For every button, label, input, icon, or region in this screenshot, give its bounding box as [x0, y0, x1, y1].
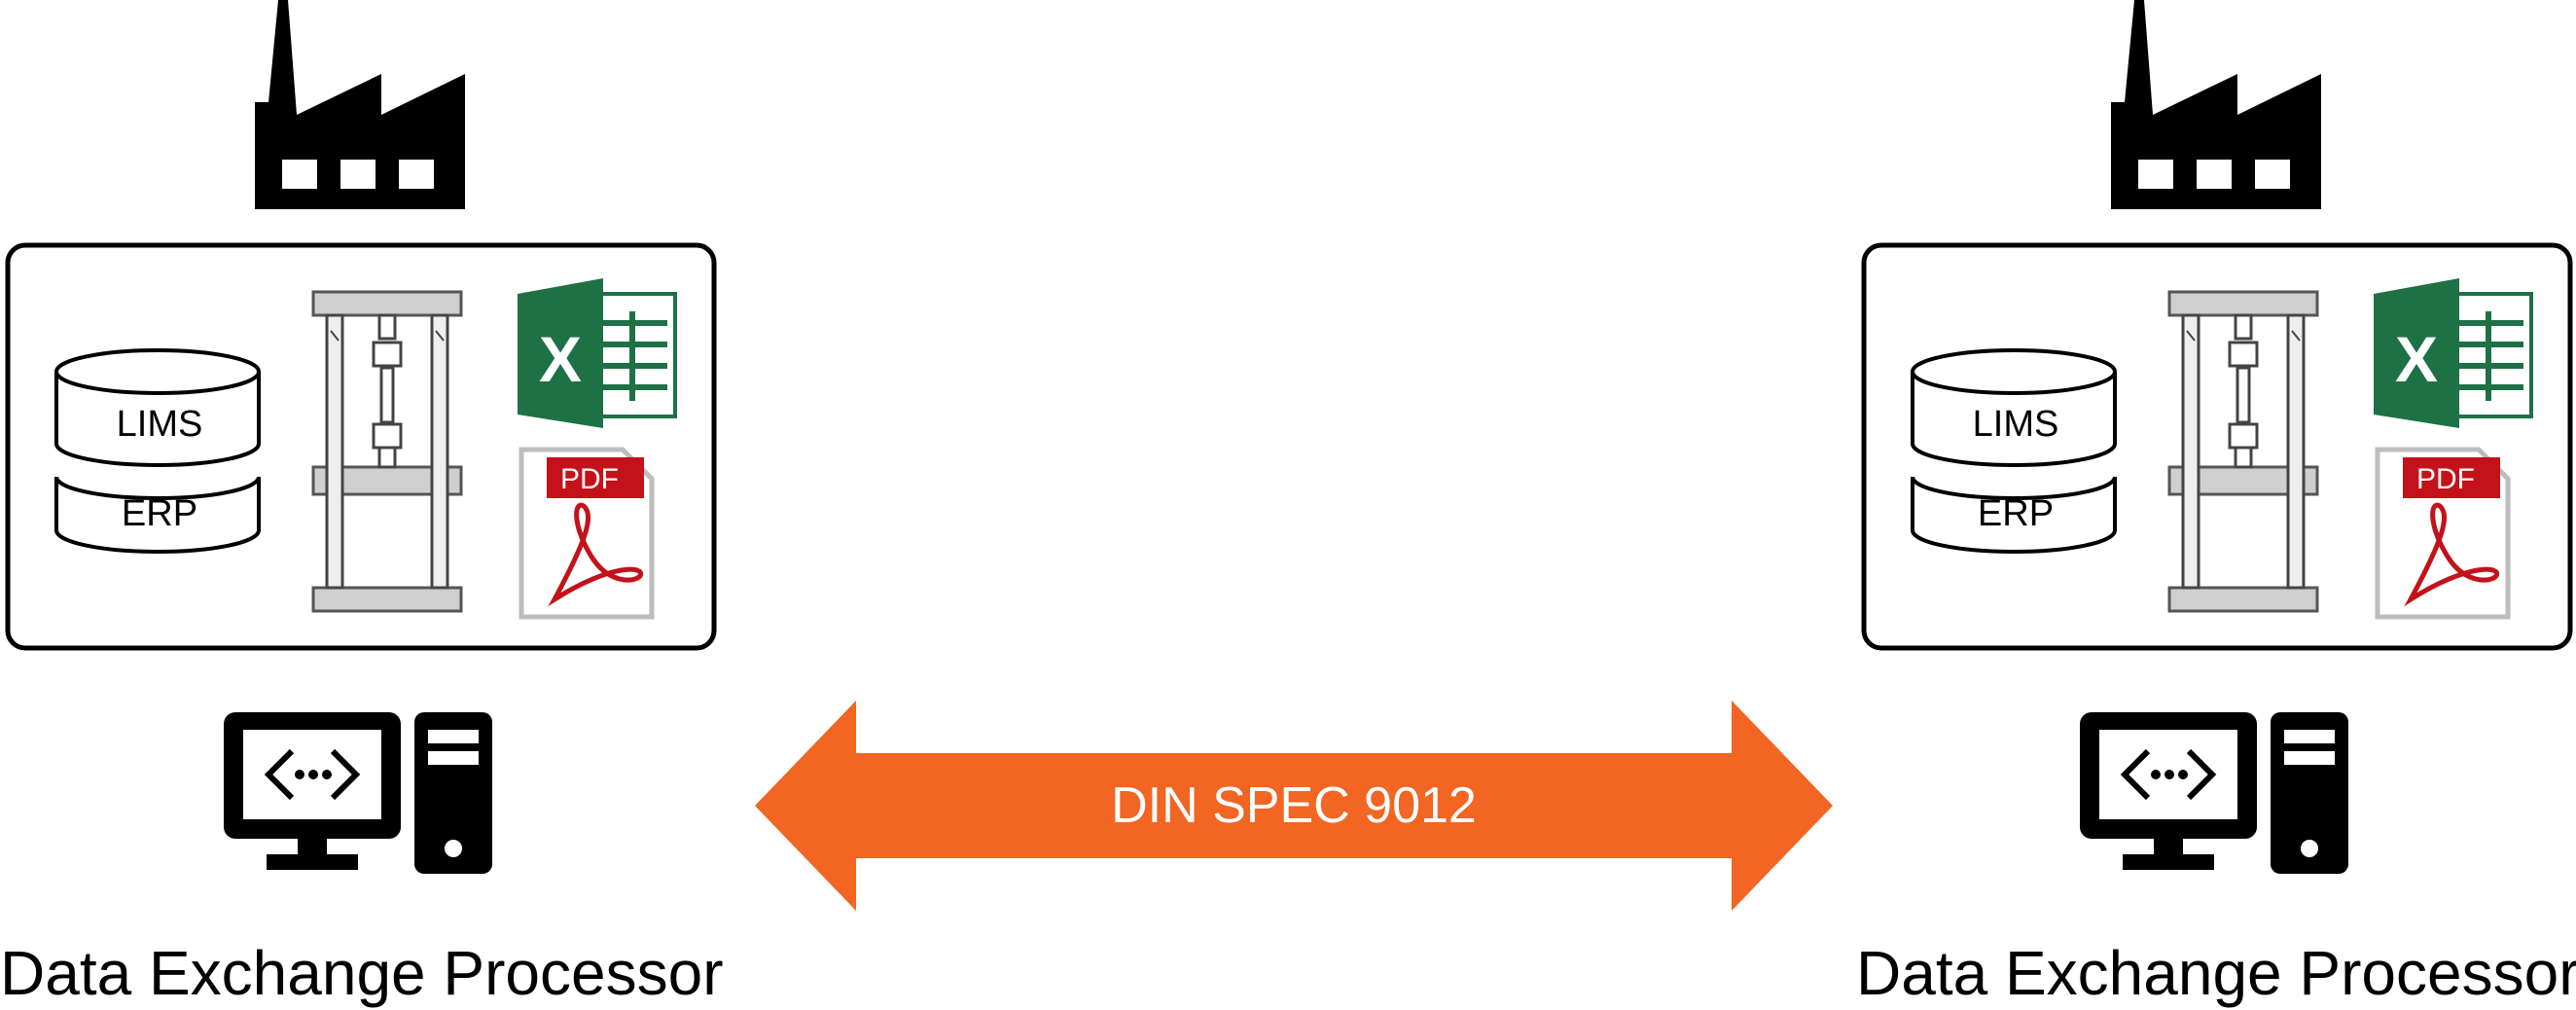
pdf-icon: PDF — [519, 447, 655, 620]
computer-icon — [224, 712, 492, 874]
left-site: LIMS ERP — [0, 0, 724, 1008]
db-label-lims: LIMS — [1973, 404, 2059, 445]
standard-label: DIN SPEC 9012 — [1111, 777, 1477, 834]
double-arrow-shape — [755, 701, 1833, 911]
excel-icon: X — [518, 278, 677, 428]
db-label-erp: ERP — [1978, 493, 2054, 534]
database-icon: LIMS ERP — [1911, 348, 2117, 554]
pdf-label: PDF — [2416, 463, 2475, 495]
database-icon: LIMS ERP — [54, 348, 261, 554]
db-label-erp: ERP — [122, 493, 197, 534]
right-site: LIMS ERP X — [1856, 0, 2576, 1008]
pdf-icon: PDF — [2375, 447, 2511, 620]
pdf-label: PDF — [560, 463, 619, 495]
factory-icon — [2111, 0, 2321, 209]
exchange-arrow — [755, 701, 1833, 911]
excel-icon: X — [2374, 278, 2533, 428]
excel-letter: X — [539, 323, 582, 395]
db-label-lims: LIMS — [117, 404, 203, 445]
right-site-graphics: LIMS ERP X — [1861, 0, 2573, 874]
computer-icon — [2080, 712, 2348, 874]
testing-machine-icon — [311, 290, 463, 613]
factory-icon — [255, 0, 465, 209]
excel-letter: X — [2395, 323, 2438, 395]
processor-label-left: Data Exchange Processor — [0, 938, 724, 1008]
processor-label-right: Data Exchange Processor — [1856, 938, 2576, 1008]
testing-machine-icon — [2167, 290, 2319, 613]
left-site-graphics: LIMS ERP — [5, 0, 717, 874]
